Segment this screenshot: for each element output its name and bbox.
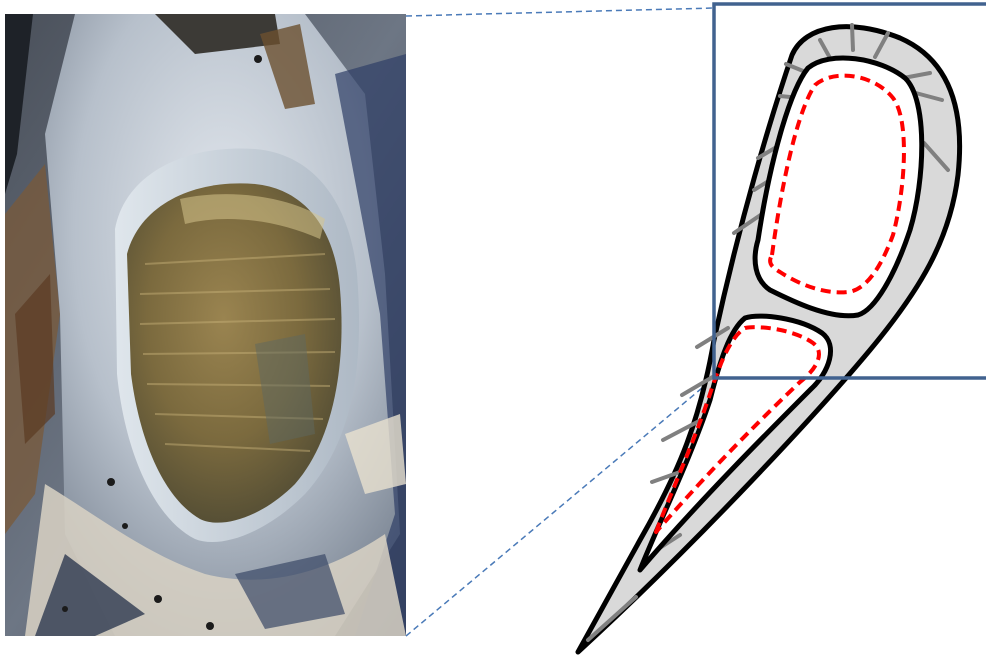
leader-line-top — [406, 8, 714, 16]
lower-cooling-cavity — [640, 316, 831, 570]
